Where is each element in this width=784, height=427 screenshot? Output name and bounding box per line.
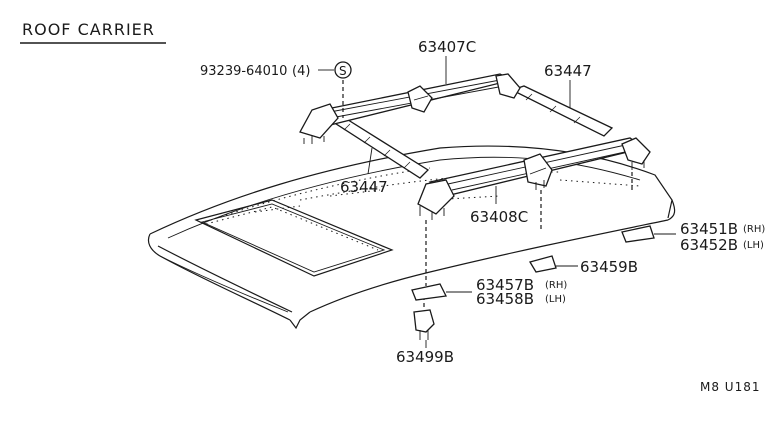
part-label-pad-front-lh: 63458B bbox=[476, 290, 534, 308]
part-label-pad-front-lh-side: (LH) bbox=[545, 294, 566, 305]
diagram-title: ROOF CARRIER bbox=[22, 20, 155, 39]
screw-symbol-letter: S bbox=[339, 64, 347, 78]
part-label-pad-front-rh: 63457B bbox=[476, 276, 534, 294]
roof-panel bbox=[147, 145, 676, 330]
screw-symbol: S bbox=[334, 61, 352, 79]
part-label-pad-rear-lh: 63452B bbox=[680, 236, 738, 254]
part-label-screw: 93239-64010 bbox=[200, 64, 287, 79]
part-label-screw-qty: (4) bbox=[292, 64, 310, 79]
part-label-pad-rear-rh: 63451B bbox=[680, 220, 738, 238]
sunroof-opening bbox=[194, 199, 394, 277]
part-label-pad-rear-rh-side: (RH) bbox=[743, 224, 765, 235]
clip bbox=[413, 309, 435, 340]
leader-lines bbox=[318, 56, 676, 348]
part-label-side-rail-right: 63447 bbox=[544, 62, 592, 80]
part-label-crossbar-front: 63408C bbox=[470, 208, 528, 226]
part-label-pad-front-rh-side: (RH) bbox=[545, 280, 567, 291]
part-label-clip: 63499B bbox=[396, 348, 454, 366]
side-rail-right bbox=[510, 85, 614, 137]
side-rail-left bbox=[328, 117, 430, 179]
part-label-pad-rear-lh-side: (LH) bbox=[743, 240, 764, 251]
figure-code: M8 U181 bbox=[700, 380, 761, 394]
part-label-pad-center: 63459B bbox=[580, 258, 638, 276]
pad-front bbox=[411, 283, 447, 301]
rear-crossbar bbox=[299, 73, 521, 144]
part-label-side-rail-left: 63447 bbox=[340, 178, 388, 196]
front-crossbar bbox=[417, 137, 651, 220]
part-label-crossbar-rear: 63407C bbox=[418, 38, 476, 56]
pad-rear bbox=[621, 225, 655, 243]
pad-center bbox=[529, 255, 557, 273]
